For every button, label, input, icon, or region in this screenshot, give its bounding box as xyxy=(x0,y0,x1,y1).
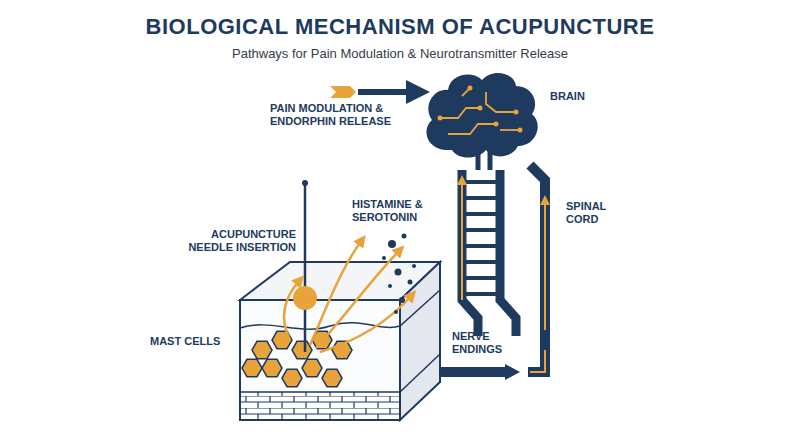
signal-arrow xyxy=(330,86,418,98)
spinal-cord xyxy=(462,165,545,340)
diagram-subtitle: Pathways for Pain Modulation & Neurotran… xyxy=(0,46,800,62)
callout-label: HISTAMINE & SEROTONIN xyxy=(352,198,447,224)
part-label: NERVE ENDINGS xyxy=(452,330,527,356)
skin-tissue-block xyxy=(240,262,440,420)
brain-icon xyxy=(426,73,537,170)
part-label: MAST CELLS xyxy=(150,335,235,348)
neurotransmitter-molecules xyxy=(382,234,416,315)
callout-label: ACUPUNCTURE NEEDLE INSERTION xyxy=(166,228,296,254)
acupuncture-needle xyxy=(293,180,317,352)
diagram-title: BIOLOGICAL MECHANISM OF ACUPUNCTURE xyxy=(0,14,800,40)
part-label: SPINAL CORD xyxy=(566,200,636,226)
part-label: BRAIN xyxy=(550,90,610,103)
nerve-pathway xyxy=(436,280,545,380)
callout-label: PAIN MODULATION & ENDORPHIN RELEASE xyxy=(270,102,425,128)
release-arrows xyxy=(284,240,412,352)
